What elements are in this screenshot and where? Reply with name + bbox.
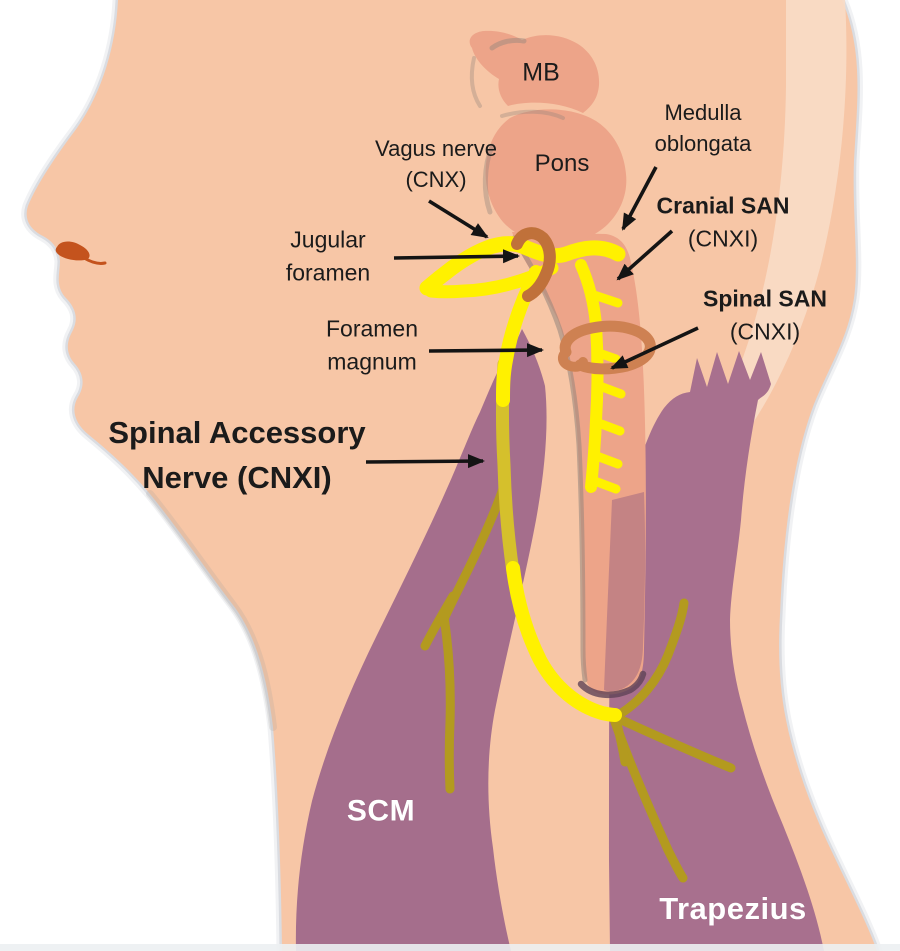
neck-highlight (677, 0, 847, 501)
label-jugular-line1: Jugular (290, 226, 366, 253)
pons-shape (485, 109, 627, 244)
brainstem-shading (469, 37, 588, 683)
scm-muscle (295, 329, 547, 951)
label-vagus-line2: (CNX) (405, 167, 467, 192)
foramen-magnum-hook (557, 347, 588, 372)
label-jugular-line2: foramen (285, 259, 371, 285)
label-cranial-san-line1: Cranial SAN (656, 192, 790, 219)
label-midbrain: MB (522, 58, 560, 87)
label-cranial-san-line2: (CNXI) (687, 225, 759, 251)
label-spinal-san-line2: (CNXI) (729, 318, 801, 344)
label-medulla-oblongata: Medulla oblongata (655, 97, 752, 159)
jaw-shadow (146, 490, 277, 731)
arrow-spinal-accessory-nerve (365, 454, 485, 469)
arrow-cranial-san (616, 229, 674, 281)
arrow-foramen-magnum (428, 343, 544, 358)
label-vagus-nerve: Vagus nerve (CNX) (375, 133, 497, 195)
label-jugular-foramen: Jugular foramen (286, 223, 370, 288)
label-san-line2: Nerve (CNXI) (142, 460, 332, 495)
label-vagus-line1: Vagus nerve (375, 135, 497, 161)
label-cranial-san: Cranial SAN (CNXI) (657, 189, 790, 254)
bottom-edge-strip (0, 944, 900, 951)
label-foramen-line1: Foramen (325, 315, 419, 342)
label-san-line1: Spinal Accessory (108, 414, 366, 450)
jugular-foramen-ring (511, 227, 556, 302)
arrow-spinal-san (610, 326, 699, 370)
nostril (55, 241, 107, 265)
label-trapezius: Trapezius (659, 890, 807, 926)
pointer-arrows (365, 166, 699, 469)
midbrain (469, 30, 600, 114)
san-trunk-lower (506, 561, 622, 722)
cord-bottom-shadow (577, 670, 647, 699)
arrow-vagus-nerve (428, 199, 489, 239)
brainstem (469, 30, 647, 699)
label-scm: SCM (346, 794, 416, 828)
nerve-branches-distal (420, 481, 736, 883)
label-pons: Pons (534, 149, 590, 177)
cord-overlap-tint (604, 492, 646, 692)
label-medulla-line2: oblongata (654, 131, 752, 156)
spinal-rootlets (587, 290, 626, 494)
label-medulla-line1: Medulla (664, 99, 742, 125)
label-foramen-magnum: Foramen magnum (326, 312, 418, 377)
label-spinal-san-line1: Spinal SAN (703, 285, 827, 312)
arrow-medulla-oblongata (621, 166, 658, 231)
arrow-jugular-foramen (393, 249, 520, 264)
trapezius-muscle (609, 351, 824, 951)
label-spinal-san: Spinal SAN (CNXI) (703, 282, 827, 347)
label-foramen-line2: magnum (327, 348, 417, 374)
label-spinal-accessory-nerve: Spinal Accessory Nerve (CNXI) (108, 410, 365, 501)
